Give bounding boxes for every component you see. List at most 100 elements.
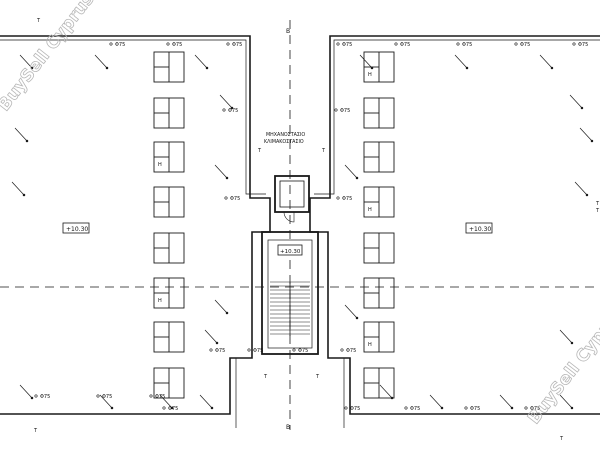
solar-tile: H	[153, 141, 185, 173]
slope-arrow-head	[25, 139, 29, 143]
solar-tile	[153, 232, 185, 264]
slope-arrow	[539, 54, 553, 69]
drain-label: Φ75	[230, 196, 240, 202]
solar-tile	[153, 367, 185, 399]
drain-label: Φ75	[530, 406, 540, 412]
drain-point: Φ75	[394, 42, 410, 48]
slope-arrow-head	[22, 193, 26, 197]
room-label-line2: ΚΛΙΜΑΚΟΣΤΑΣΙΟ	[264, 139, 304, 145]
slope-arrow	[204, 329, 218, 344]
drain-point: Φ75	[572, 42, 588, 48]
right-wing-wall	[309, 35, 600, 415]
solar-tile	[363, 97, 395, 129]
slope-arrow	[454, 54, 468, 69]
drain-point: Φ75	[464, 406, 480, 412]
slope-arrow	[194, 54, 208, 69]
slope-arrow-head	[590, 139, 594, 143]
drain-point: Φ75	[344, 406, 360, 412]
slope-arrow	[19, 54, 33, 69]
door-swing	[283, 211, 295, 223]
drain-point: Φ75	[336, 196, 352, 202]
drain-point: Φ75	[524, 406, 540, 412]
drain-point: Φ75	[224, 196, 240, 202]
edge-mark: T	[595, 208, 600, 214]
slope-arrow-head	[210, 406, 214, 410]
slope-arrow	[214, 299, 228, 314]
drain-label: Φ75	[232, 42, 242, 48]
slope-arrow	[344, 304, 358, 319]
drain-point: Φ75	[96, 394, 112, 400]
slope-arrow-head	[230, 106, 234, 110]
drain-label: Φ75	[340, 108, 350, 114]
drain-label: Φ75	[155, 394, 165, 400]
slope-arrow	[379, 384, 393, 399]
drain-label: Φ75	[228, 108, 238, 114]
slope-arrow-head	[225, 311, 229, 315]
watermark-top-left: BuySell Cyprus	[0, 0, 98, 115]
slope-arrow	[499, 394, 513, 409]
solar-tile	[363, 367, 395, 399]
drain-label: Φ75	[578, 42, 588, 48]
edge-mark: T	[321, 148, 326, 154]
slope-arrow-head	[30, 396, 34, 400]
solar-tile	[153, 321, 185, 353]
drain-point: Φ75	[162, 406, 178, 412]
slope-arrow	[219, 94, 233, 109]
level-label-right: +10.30	[469, 226, 491, 233]
slope-arrow-head	[110, 406, 114, 410]
drain-label: Φ75	[215, 348, 225, 354]
drain-label: Φ75	[342, 42, 352, 48]
slope-arrow-head	[105, 66, 109, 70]
slope-arrow	[559, 394, 573, 409]
edge-mark: T	[315, 374, 320, 380]
solar-tile	[363, 232, 395, 264]
solar-tile	[153, 51, 185, 83]
solar-tile: H	[363, 51, 395, 83]
solar-tile: H	[363, 186, 395, 218]
drain-label: Φ75	[410, 406, 420, 412]
drain-point: Φ75	[292, 348, 308, 354]
drain-label: Φ75	[342, 196, 352, 202]
slope-arrow-head	[390, 396, 394, 400]
drain-label: Φ75	[172, 42, 182, 48]
tile-mark: H	[158, 162, 162, 168]
drain-label: Φ75	[520, 42, 530, 48]
drain-point: Φ75	[334, 108, 350, 114]
slope-arrow	[429, 394, 443, 409]
drain-label: Φ75	[115, 42, 125, 48]
slope-arrow-head	[205, 66, 209, 70]
solar-tile	[363, 141, 395, 173]
edge-mark: T	[559, 436, 564, 442]
edge-mark: T	[595, 201, 600, 207]
left-wing-wall	[0, 35, 271, 415]
solar-tile	[153, 186, 185, 218]
left-wing-wall-inner	[0, 39, 266, 195]
slope-arrow-head	[170, 406, 174, 410]
slope-arrow-head	[215, 341, 219, 345]
level-box-right: +10.30	[465, 222, 493, 234]
slope-arrow	[19, 384, 33, 399]
drain-label: Φ75	[470, 406, 480, 412]
drain-label: Φ75	[462, 42, 472, 48]
drain-label: Φ75	[168, 406, 178, 412]
slope-arrow-head	[30, 66, 34, 70]
solar-tile: H	[153, 277, 185, 309]
drain-label: Φ75	[102, 394, 112, 400]
level-label-left: +10.30	[66, 226, 88, 233]
slope-arrow	[11, 181, 25, 196]
slope-arrow-head	[355, 176, 359, 180]
machine-room-inner	[279, 180, 305, 208]
stair-core-inner	[267, 239, 313, 349]
slope-arrow-head	[225, 176, 229, 180]
drain-point: Φ75	[109, 42, 125, 48]
drain-point: Φ75	[226, 42, 242, 48]
slope-arrow	[344, 164, 358, 179]
tile-mark: H	[368, 342, 372, 348]
drain-point: Φ75	[456, 42, 472, 48]
edge-mark: T	[33, 428, 38, 434]
tile-mark: H	[158, 298, 162, 304]
tile-mark: H	[368, 207, 372, 213]
tile-mark: H	[368, 72, 372, 78]
